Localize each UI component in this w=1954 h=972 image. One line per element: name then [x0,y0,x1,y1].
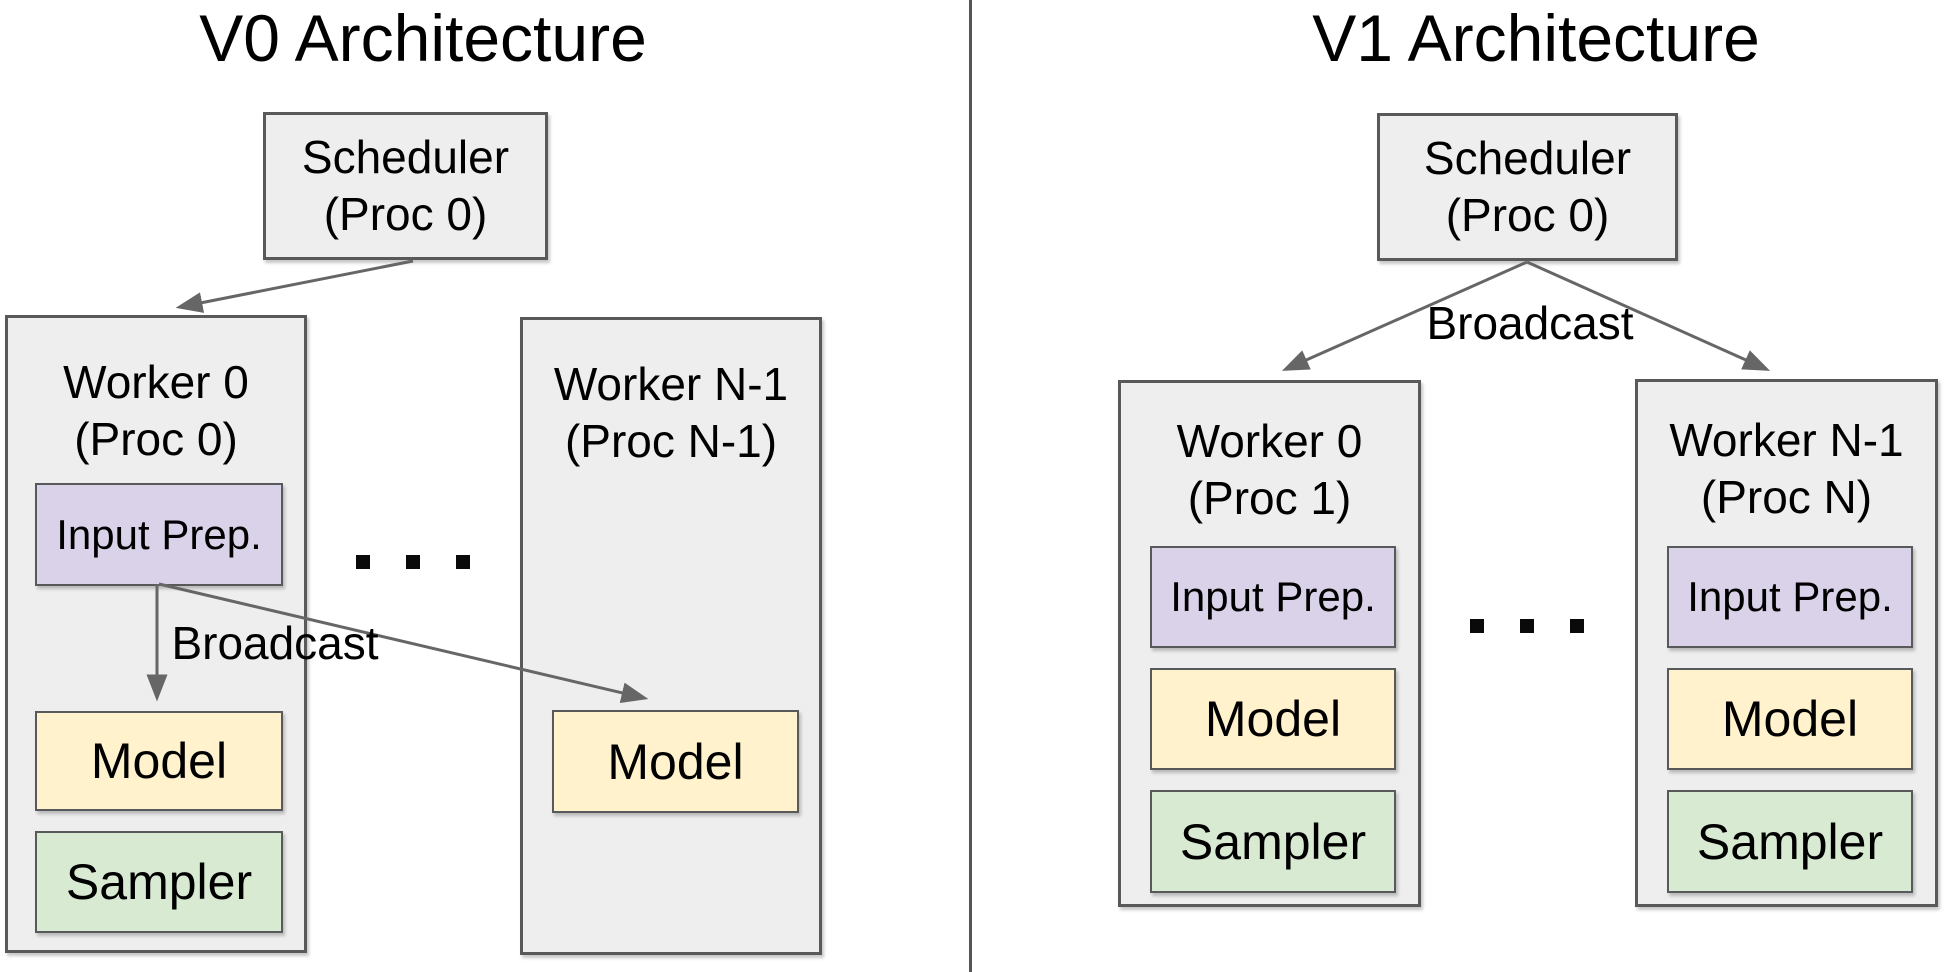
v1-title: V1 Architecture [1312,1,1760,75]
v1-workerN-label-line2: (Proc N) [1700,471,1873,523]
v1-workerN-label-line1: Worker N-1 [1669,414,1904,466]
panel-divider [969,0,972,972]
v0-workerN-box: Worker N-1 (Proc N-1) Model [520,317,822,955]
v1-worker0-label-line1: Worker 0 [1176,415,1363,467]
v1-worker0-box: Worker 0 (Proc 1) Input Prep. Model Samp… [1118,380,1421,907]
v1-workerN-box: Worker N-1 (Proc N) Input Prep. Model Sa… [1635,379,1938,907]
v1-workerN-sampler-box: Sampler [1667,790,1913,893]
v1-workerN-input-prep-box: Input Prep. [1667,546,1913,648]
v1-scheduler-box: Scheduler (Proc 0) [1377,113,1678,261]
v0-worker0-model-box: Model [35,711,283,811]
v1-worker0-sampler-box: Sampler [1150,790,1396,893]
dot [1570,619,1584,633]
v0-scheduler-box: Scheduler (Proc 0) [263,112,548,260]
v1-broadcast-label: Broadcast [1426,297,1634,349]
dot [406,555,420,569]
v0-scheduler-label-line2: (Proc 0) [323,188,488,240]
v1-worker0-label: Worker 0 (Proc 1) [1121,413,1418,527]
v0-workerN-model-box: Model [552,710,799,813]
dot [456,555,470,569]
v1-worker0-label-line2: (Proc 1) [1187,472,1352,524]
v1-scheduler-label-line2: (Proc 0) [1445,189,1610,241]
v0-workerN-label: Worker N-1 (Proc N-1) [523,356,819,470]
v0-worker0-label-line2: (Proc 0) [74,413,238,465]
v0-broadcast-label: Broadcast [171,617,379,669]
v1-worker0-model-box: Model [1150,668,1396,770]
dot [356,555,370,569]
v0-worker0-input-prep-box: Input Prep. [35,483,283,586]
v1-ellipsis-dots [1470,619,1584,633]
v1-scheduler-label-line1: Scheduler [1423,132,1632,184]
v0-workerN-label-line1: Worker N-1 [553,358,789,410]
v0-worker0-box: Worker 0 (Proc 0) Input Prep. Model Samp… [5,315,307,953]
v0-workerN-label-line2: (Proc N-1) [564,415,778,467]
v0-worker0-label: Worker 0 (Proc 0) [8,354,304,468]
v0-worker0-sampler-box: Sampler [35,831,283,933]
dot [1520,619,1534,633]
v1-worker0-input-prep-box: Input Prep. [1150,546,1396,648]
v0-scheduler-label-line1: Scheduler [301,131,510,183]
arrow-v0-scheduler-to-worker0 [175,259,414,313]
v1-workerN-model-box: Model [1667,668,1913,770]
v0-title: V0 Architecture [199,1,647,75]
v0-worker0-label-line1: Worker 0 [63,356,249,408]
v1-workerN-label: Worker N-1 (Proc N) [1638,412,1935,526]
dot [1470,619,1484,633]
v0-ellipsis-dots [356,555,470,569]
